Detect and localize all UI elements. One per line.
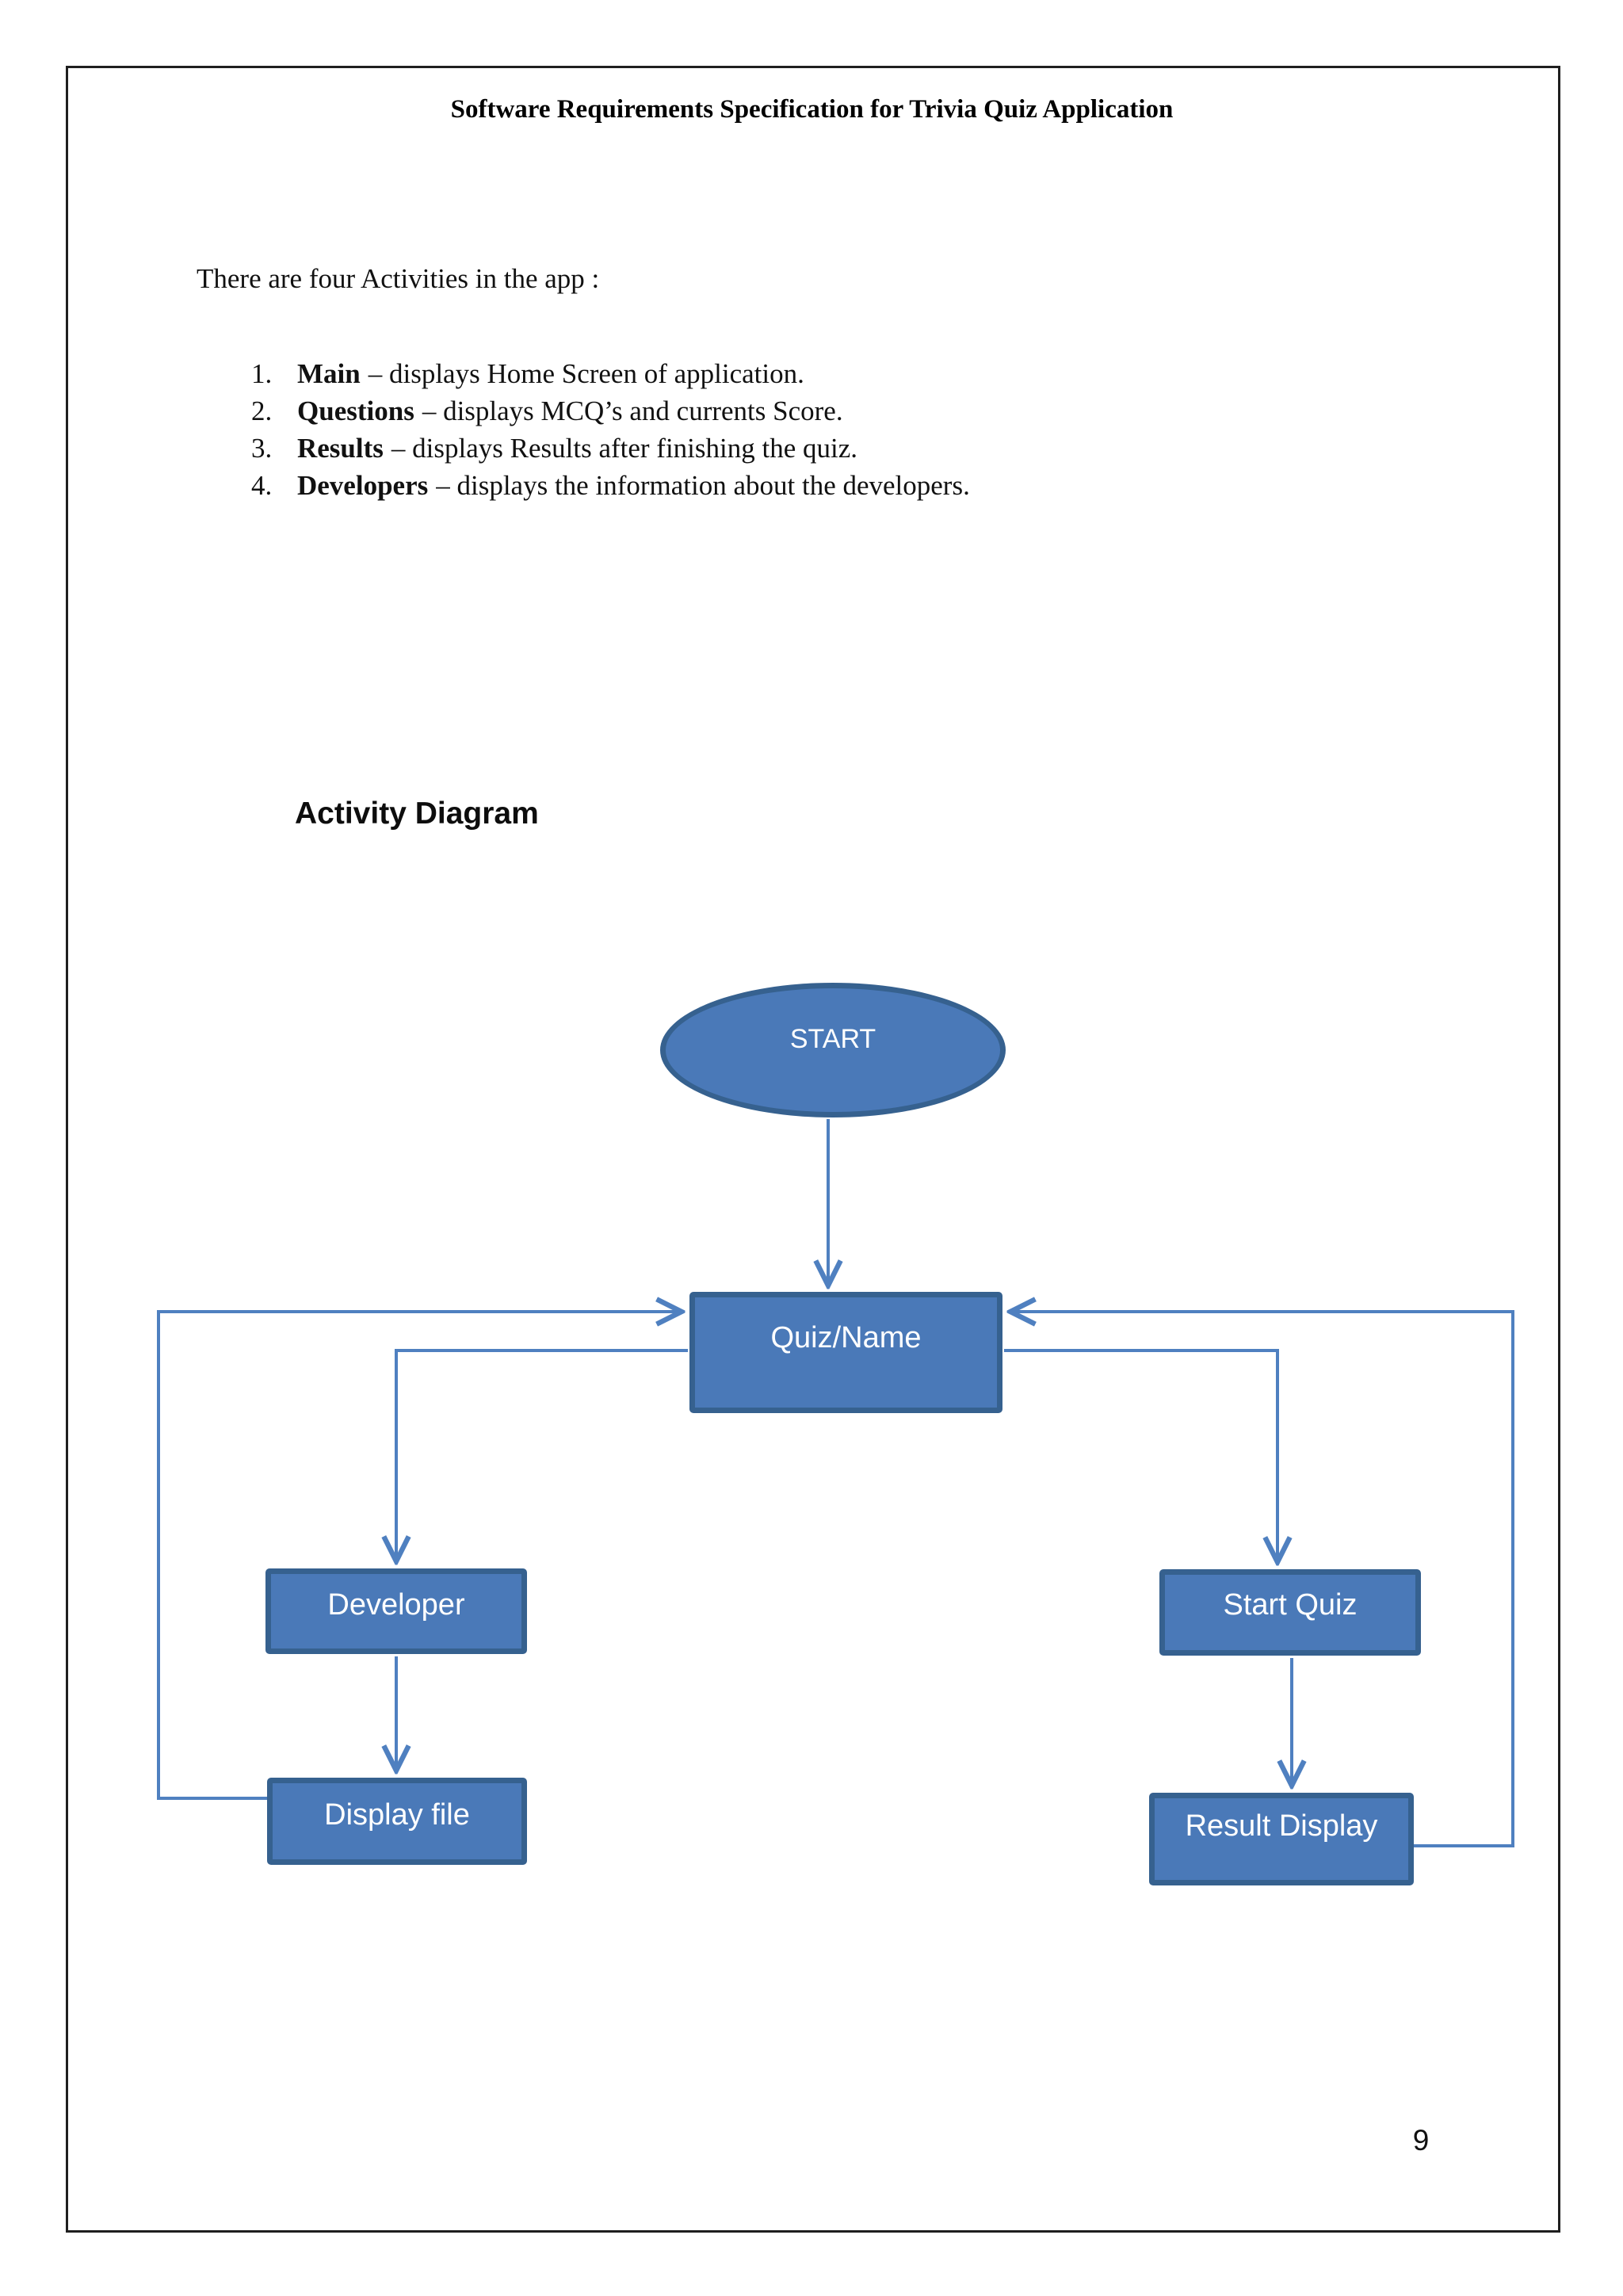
list-item-description: – displays Home Screen of application.: [368, 358, 804, 389]
node-quiz-name-label: Quiz/Name: [770, 1321, 922, 1354]
node-start-label: START: [789, 1023, 876, 1054]
list-item-number: 2.: [251, 395, 273, 426]
intro-text: There are four Activities in the app :: [197, 263, 600, 294]
list-item-number: 4.: [251, 470, 273, 501]
node-start-quiz-label: Start Quiz: [1223, 1588, 1358, 1622]
node-developer: Developer: [265, 1568, 527, 1654]
list-item-number: 3.: [251, 433, 273, 464]
list-item: 4. Developers – displays the information…: [251, 467, 970, 504]
node-result-display: Result Display: [1149, 1793, 1414, 1885]
list-item-number: 1.: [251, 358, 273, 389]
list-item-name: Developers: [297, 470, 429, 501]
node-result-display-label: Result Display: [1185, 1809, 1378, 1843]
list-item: 2. Questions – displays MCQ’s and curren…: [251, 392, 970, 430]
edge-resultdisplay-to-quizname: [1010, 1312, 1514, 1847]
node-start: START: [660, 983, 1006, 1117]
page-number: 9: [1412, 2124, 1430, 2157]
list-item-name: Main: [297, 358, 361, 389]
diagram-heading: Activity Diagram: [295, 797, 539, 831]
edge-quizname-to-developer: [396, 1349, 688, 1561]
node-start-quiz: Start Quiz: [1159, 1569, 1421, 1656]
list-item-description: – displays the information about the dev…: [436, 470, 970, 501]
list-item: 1. Main – displays Home Screen of applic…: [251, 355, 970, 392]
edge-displayfile-to-quizname: [157, 1312, 682, 1800]
list-item-description: – displays MCQ’s and currents Score.: [422, 395, 843, 426]
activity-list: 1. Main – displays Home Screen of applic…: [251, 355, 970, 504]
document-header-title: Software Requirements Specification for …: [450, 95, 1174, 124]
list-item-name: Questions: [297, 395, 414, 426]
list-item: 3. Results – displays Results after fini…: [251, 430, 970, 467]
edge-quizname-to-startquiz: [1004, 1349, 1277, 1562]
node-display-file: Display file: [267, 1778, 527, 1865]
node-display-file-label: Display file: [324, 1797, 470, 1832]
node-developer-label: Developer: [327, 1587, 465, 1622]
list-item-name: Results: [297, 433, 384, 464]
node-quiz-name: Quiz/Name: [689, 1292, 1002, 1413]
list-item-description: – displays Results after finishing the q…: [391, 433, 858, 464]
